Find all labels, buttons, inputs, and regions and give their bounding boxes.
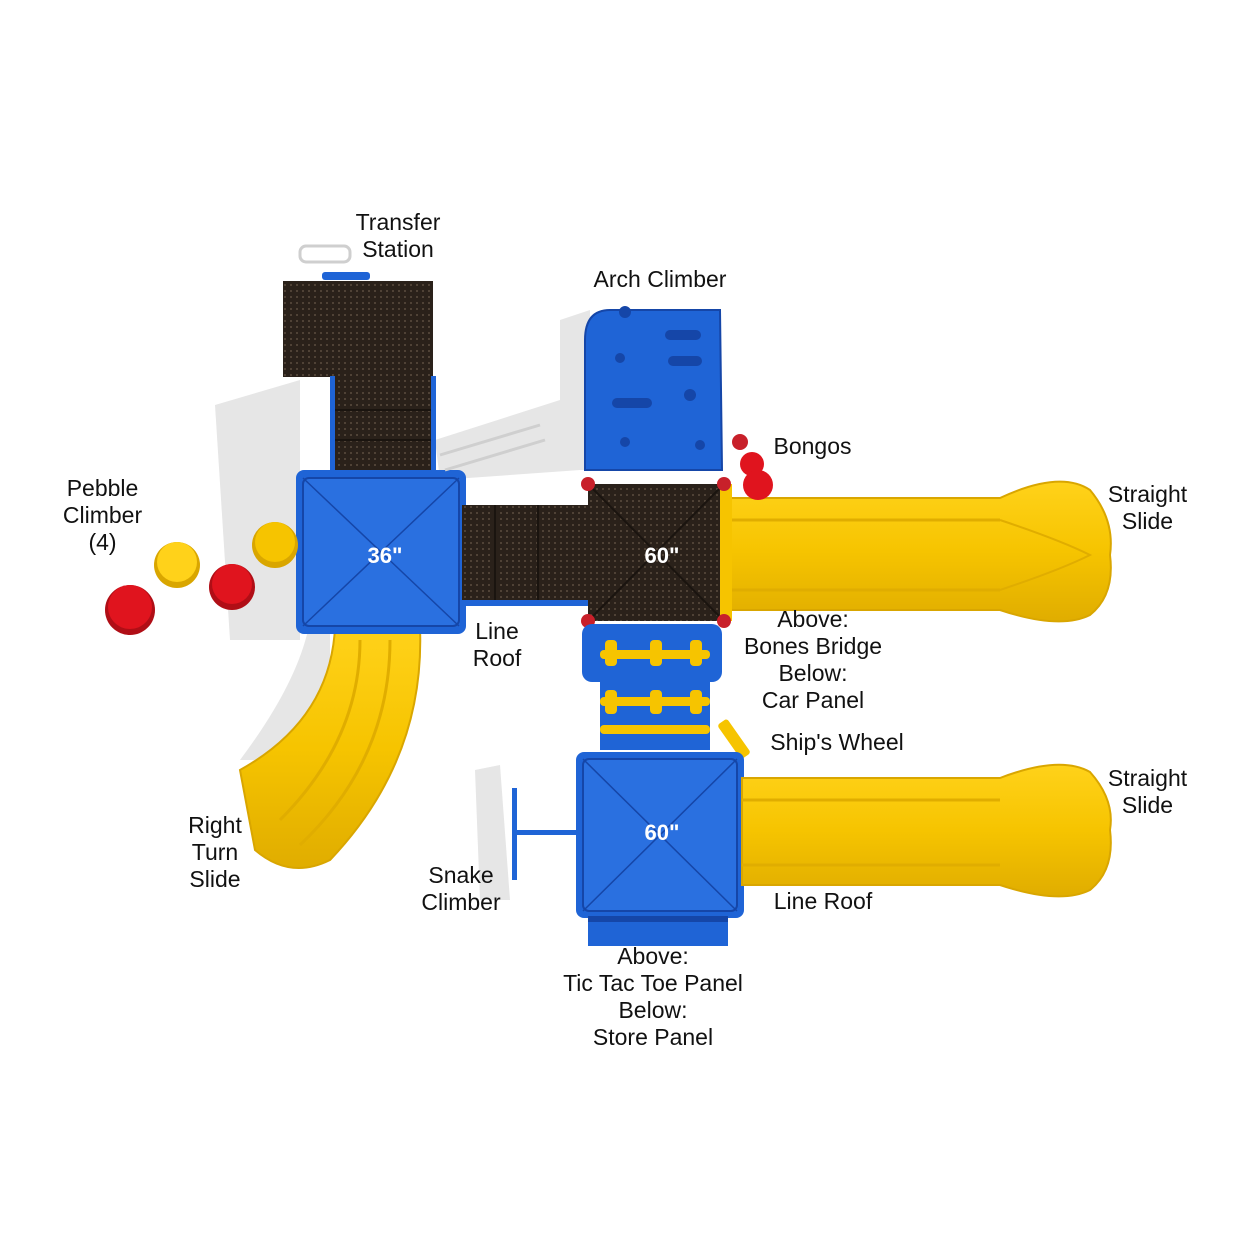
deck-height-left: 36": [367, 543, 403, 568]
arch-climber: [584, 306, 724, 471]
label-arch-climber: Arch Climber: [593, 266, 727, 292]
label-pebble-climber: Pebble Climber (4): [62, 475, 143, 555]
ships-wheel: [718, 719, 750, 759]
label-line-roof-left: Line Roof: [472, 618, 522, 671]
link-bridge: [462, 505, 592, 606]
bones-bridge: [582, 624, 722, 750]
pebble-climbers: [105, 522, 298, 635]
bongos: [732, 434, 773, 500]
label-bongos: Bongos: [773, 433, 852, 459]
deck-height-center: 60": [644, 543, 680, 568]
label-line-roof-bottom: Line Roof: [773, 888, 873, 914]
transfer-station: [283, 244, 436, 476]
straight-slide-top: [721, 480, 1112, 623]
label-right-turn-slide: Right Turn Slide: [188, 812, 242, 892]
deck-height-bottom: 60": [644, 820, 680, 845]
straight-slide-bottom: [741, 763, 1112, 898]
label-ships-wheel: Ship's Wheel: [770, 729, 904, 755]
label-snake-climber: Snake Climber: [421, 862, 501, 915]
label-transfer-station: Transfer Station: [355, 209, 441, 262]
right-turn-slide: [238, 627, 422, 869]
center-deck: [581, 477, 732, 628]
ladder-shadow: [439, 423, 546, 472]
label-straight-slide-bottom: Straight Slide: [1107, 765, 1188, 818]
label-bones-bridge: Above: Bones Bridge Below: Car Panel: [743, 606, 883, 713]
label-tic-tac-toe: Above: Tic Tac Toe Panel Below: Store Pa…: [563, 943, 743, 1050]
label-straight-slide-top: Straight Slide: [1107, 481, 1188, 534]
snake-climber: [512, 788, 578, 880]
left-roof: [296, 470, 466, 634]
bottom-roof: [576, 752, 744, 946]
